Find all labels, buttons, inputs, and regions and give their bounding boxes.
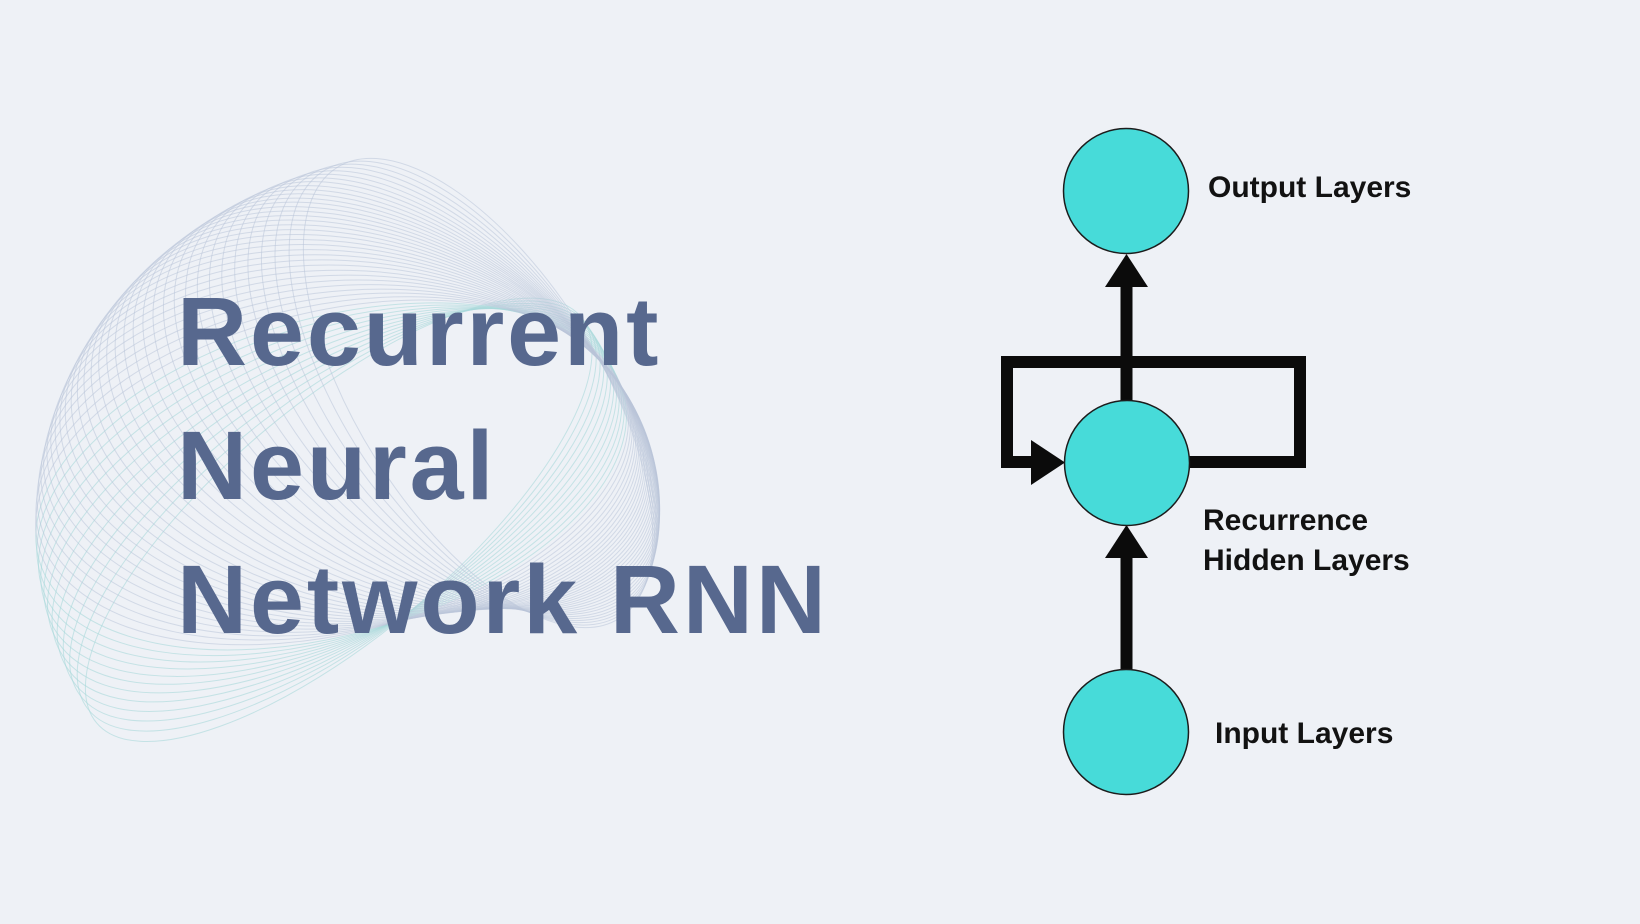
recurrence-loop-arrowhead	[1031, 440, 1065, 485]
label-output-layers: Output Layers	[1208, 171, 1412, 204]
label-recurrence-hidden-layers: Recurrence Hidden Layers	[1203, 504, 1410, 577]
output-node	[1062, 127, 1190, 255]
label-input-layers: Input Layers	[1215, 717, 1394, 750]
input-node	[1062, 668, 1190, 796]
hidden-node	[1063, 399, 1191, 527]
page-title: Recurrent Neural Network RNN	[177, 277, 829, 654]
hidden-to-output-arrowhead	[1105, 254, 1148, 287]
input-to-hidden-arrowhead	[1105, 525, 1148, 558]
recurrence-loop-line	[1001, 356, 1306, 468]
